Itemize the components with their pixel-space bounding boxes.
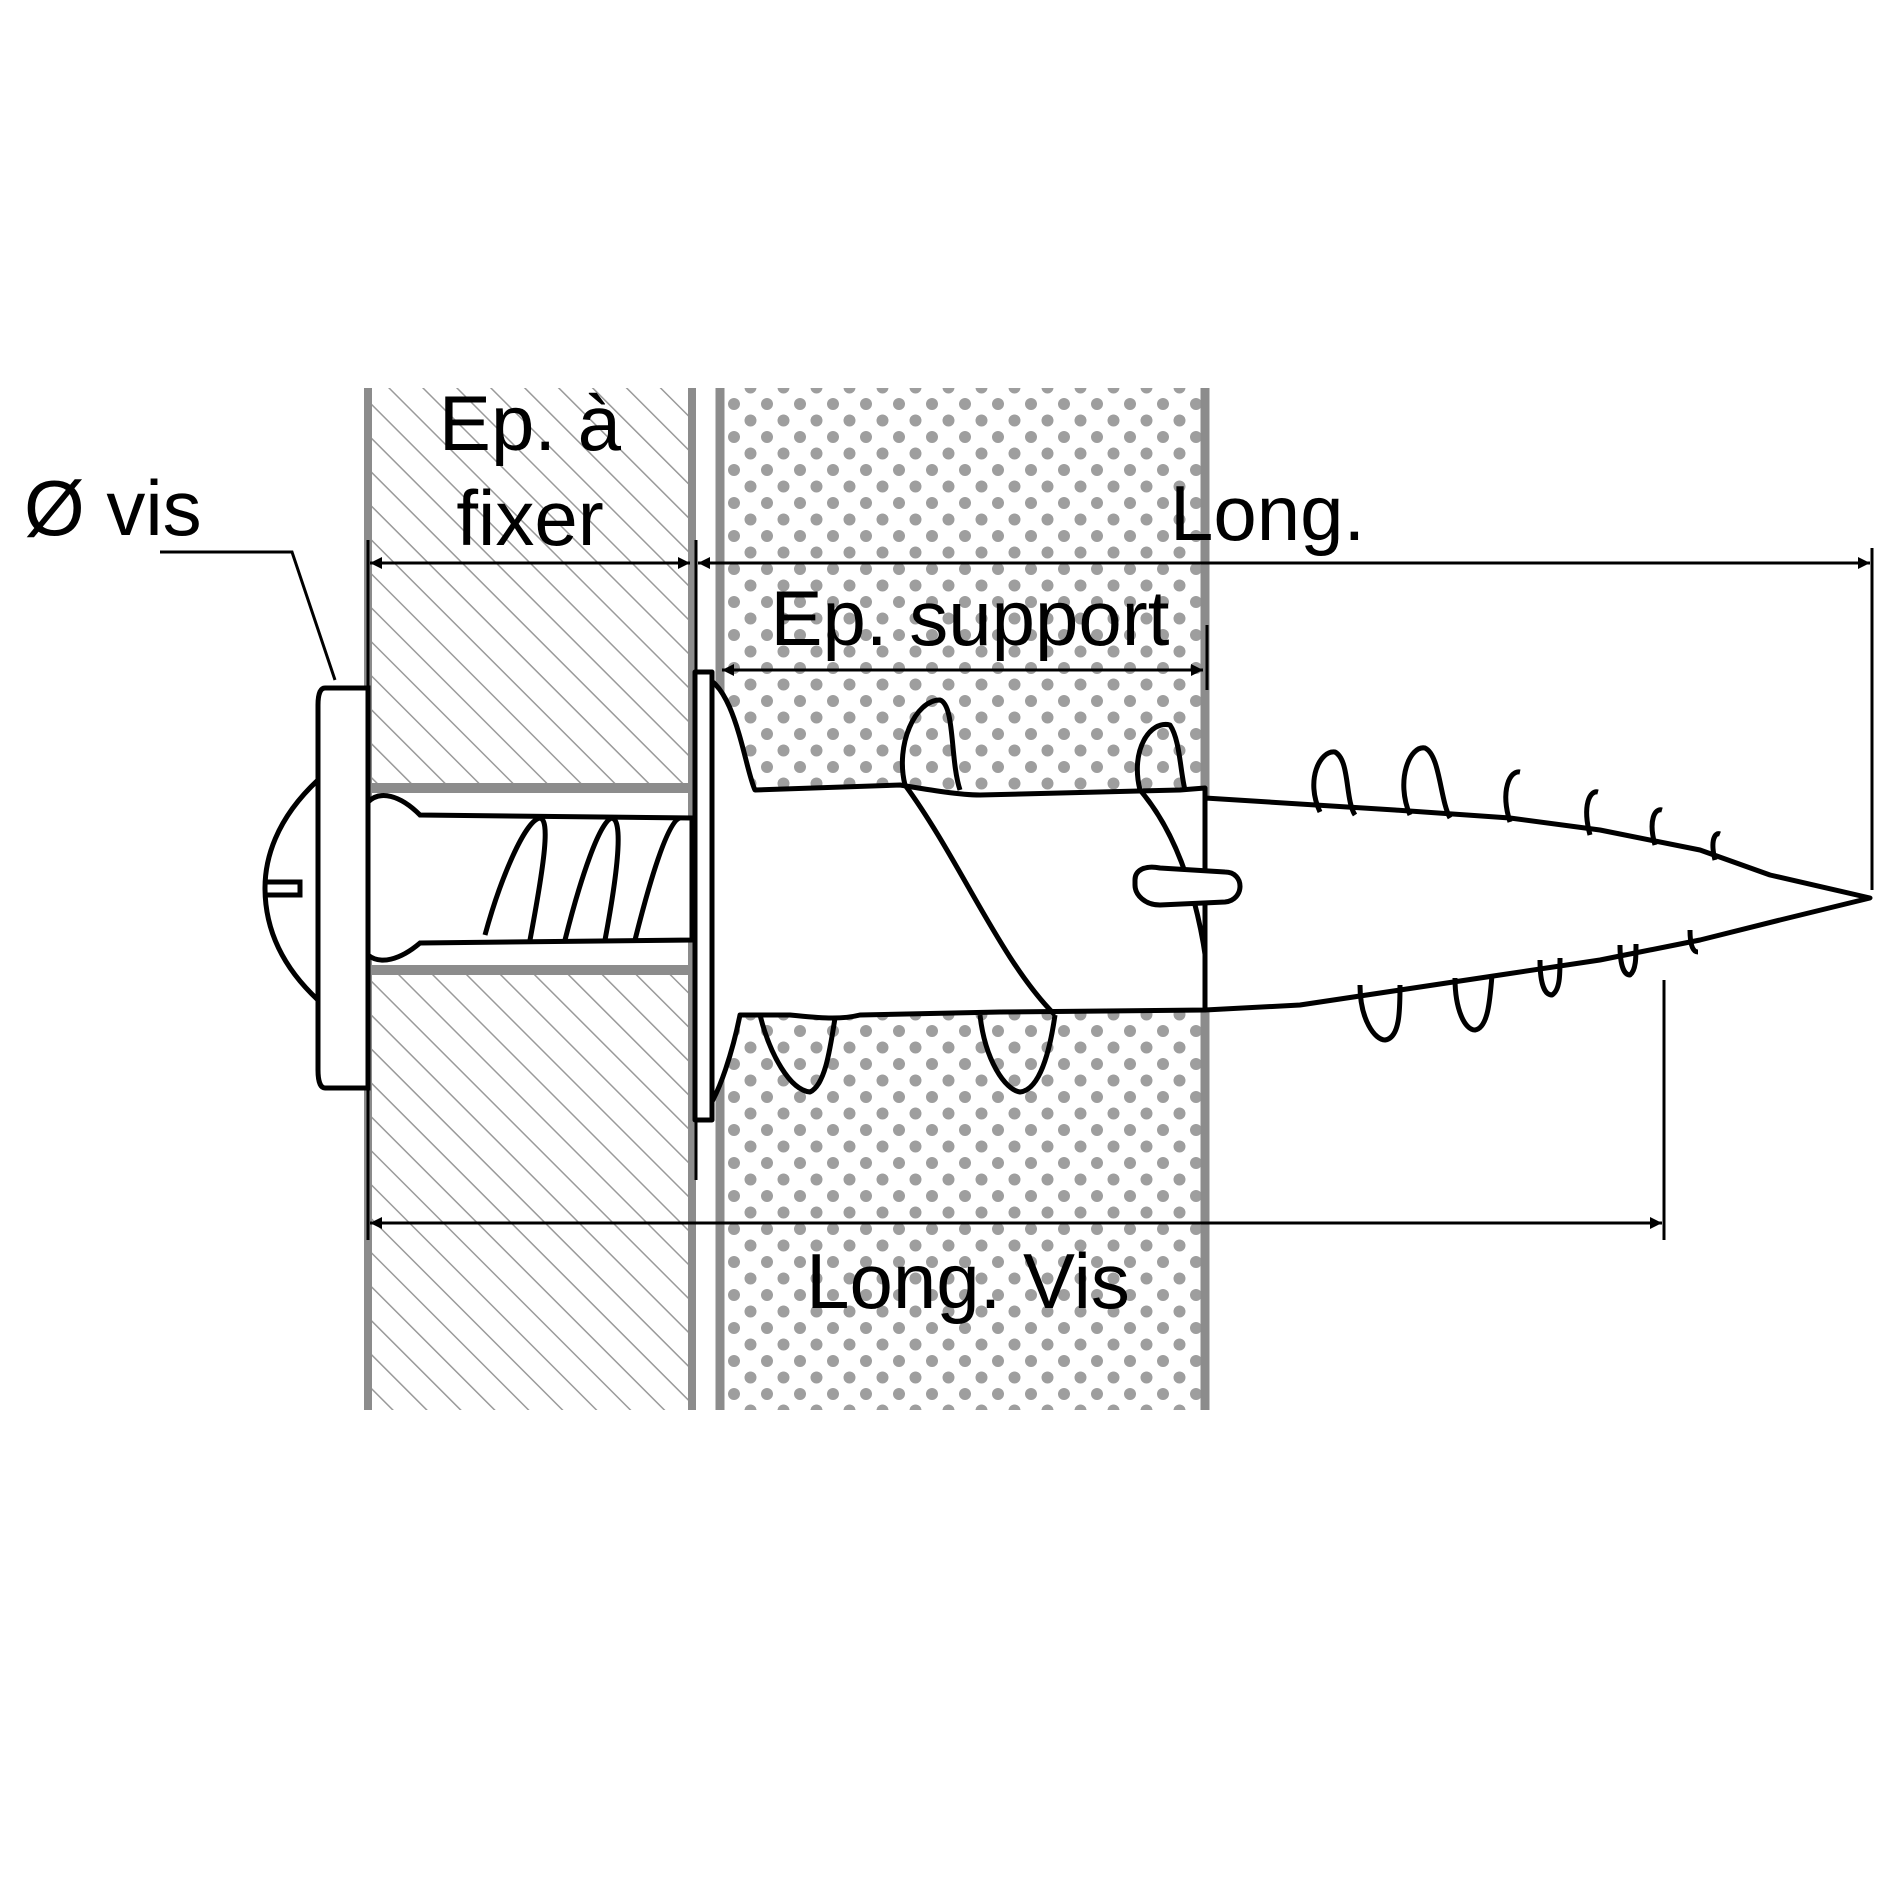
thickness-to-fix-label-line2: fixer	[456, 474, 603, 562]
diagram-labels: Ø vis Ep. à fixer Long. Ep. support Long…	[24, 379, 1365, 1325]
screw-shank	[365, 793, 695, 963]
total-length-label: Long.	[1170, 469, 1365, 557]
anchor-body	[692, 669, 1213, 1123]
diameter-label: Ø vis	[24, 464, 202, 552]
screw-tip	[1132, 745, 1873, 1043]
screw-length-label: Long. Vis	[806, 1237, 1130, 1325]
support-thickness-label: Ep. support	[771, 574, 1170, 662]
dimension-lines	[160, 540, 1874, 1240]
diameter-leader	[160, 550, 337, 681]
thickness-to-fix-label-line1: Ep. à	[439, 379, 622, 467]
screw-head	[262, 685, 371, 1091]
